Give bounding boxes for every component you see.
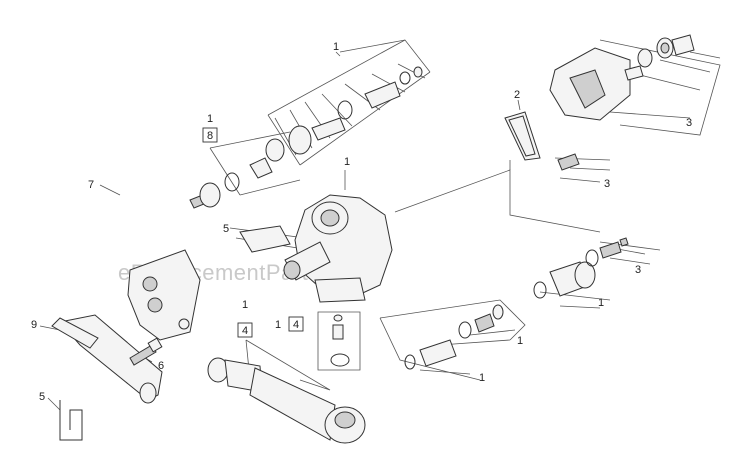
callout-4-number: 1 [242,299,248,311]
clip-part [59,400,83,441]
callout-labels: 1 1 8 2 3 3 3 7 1 5 1 1 1 1 4 1 4 9 6 5 [31,41,692,403]
callout-8-number: 1 [207,113,213,125]
bracket-part [51,249,201,404]
callout-3-mid: 3 [604,178,610,190]
callout-4-label: 4 [242,325,248,337]
callout-4b-box [288,316,304,332]
gasket-part [504,111,541,161]
callout-1-right: 1 [598,297,604,309]
pump-body-part [283,194,393,303]
callout-1-right3: 1 [479,372,485,384]
callout-4b-label: 4 [293,319,299,331]
pump-head-part [549,34,695,121]
callout-7: 7 [88,179,94,191]
callout-3-top: 3 [686,117,692,129]
callout-1-body: 1 [344,156,350,168]
screw-part [129,337,163,366]
hose-part [101,93,175,250]
valve-housing-right [533,261,596,299]
lance-part [207,357,366,444]
callout-9: 9 [31,319,37,331]
callout-1-right2: 1 [517,335,523,347]
spring-part-mid [557,153,580,171]
callout-2: 2 [514,89,520,101]
callout-3-low: 3 [635,264,641,276]
callout-4b-number: 1 [275,319,281,331]
callout-4-box [237,322,253,338]
callout-8-box [202,127,218,143]
small-valve-stack [330,314,350,367]
callout-8-label: 8 [207,130,213,142]
spring-part-low [585,237,629,267]
valve-stack-lower [404,304,504,370]
valve-stack-top [189,66,423,209]
callout-6: 6 [158,360,164,372]
callout-5-top: 5 [223,223,229,235]
callout-5-bottom: 5 [39,391,45,403]
callout-1-top: 1 [333,41,339,53]
clip-top-part [239,225,291,253]
